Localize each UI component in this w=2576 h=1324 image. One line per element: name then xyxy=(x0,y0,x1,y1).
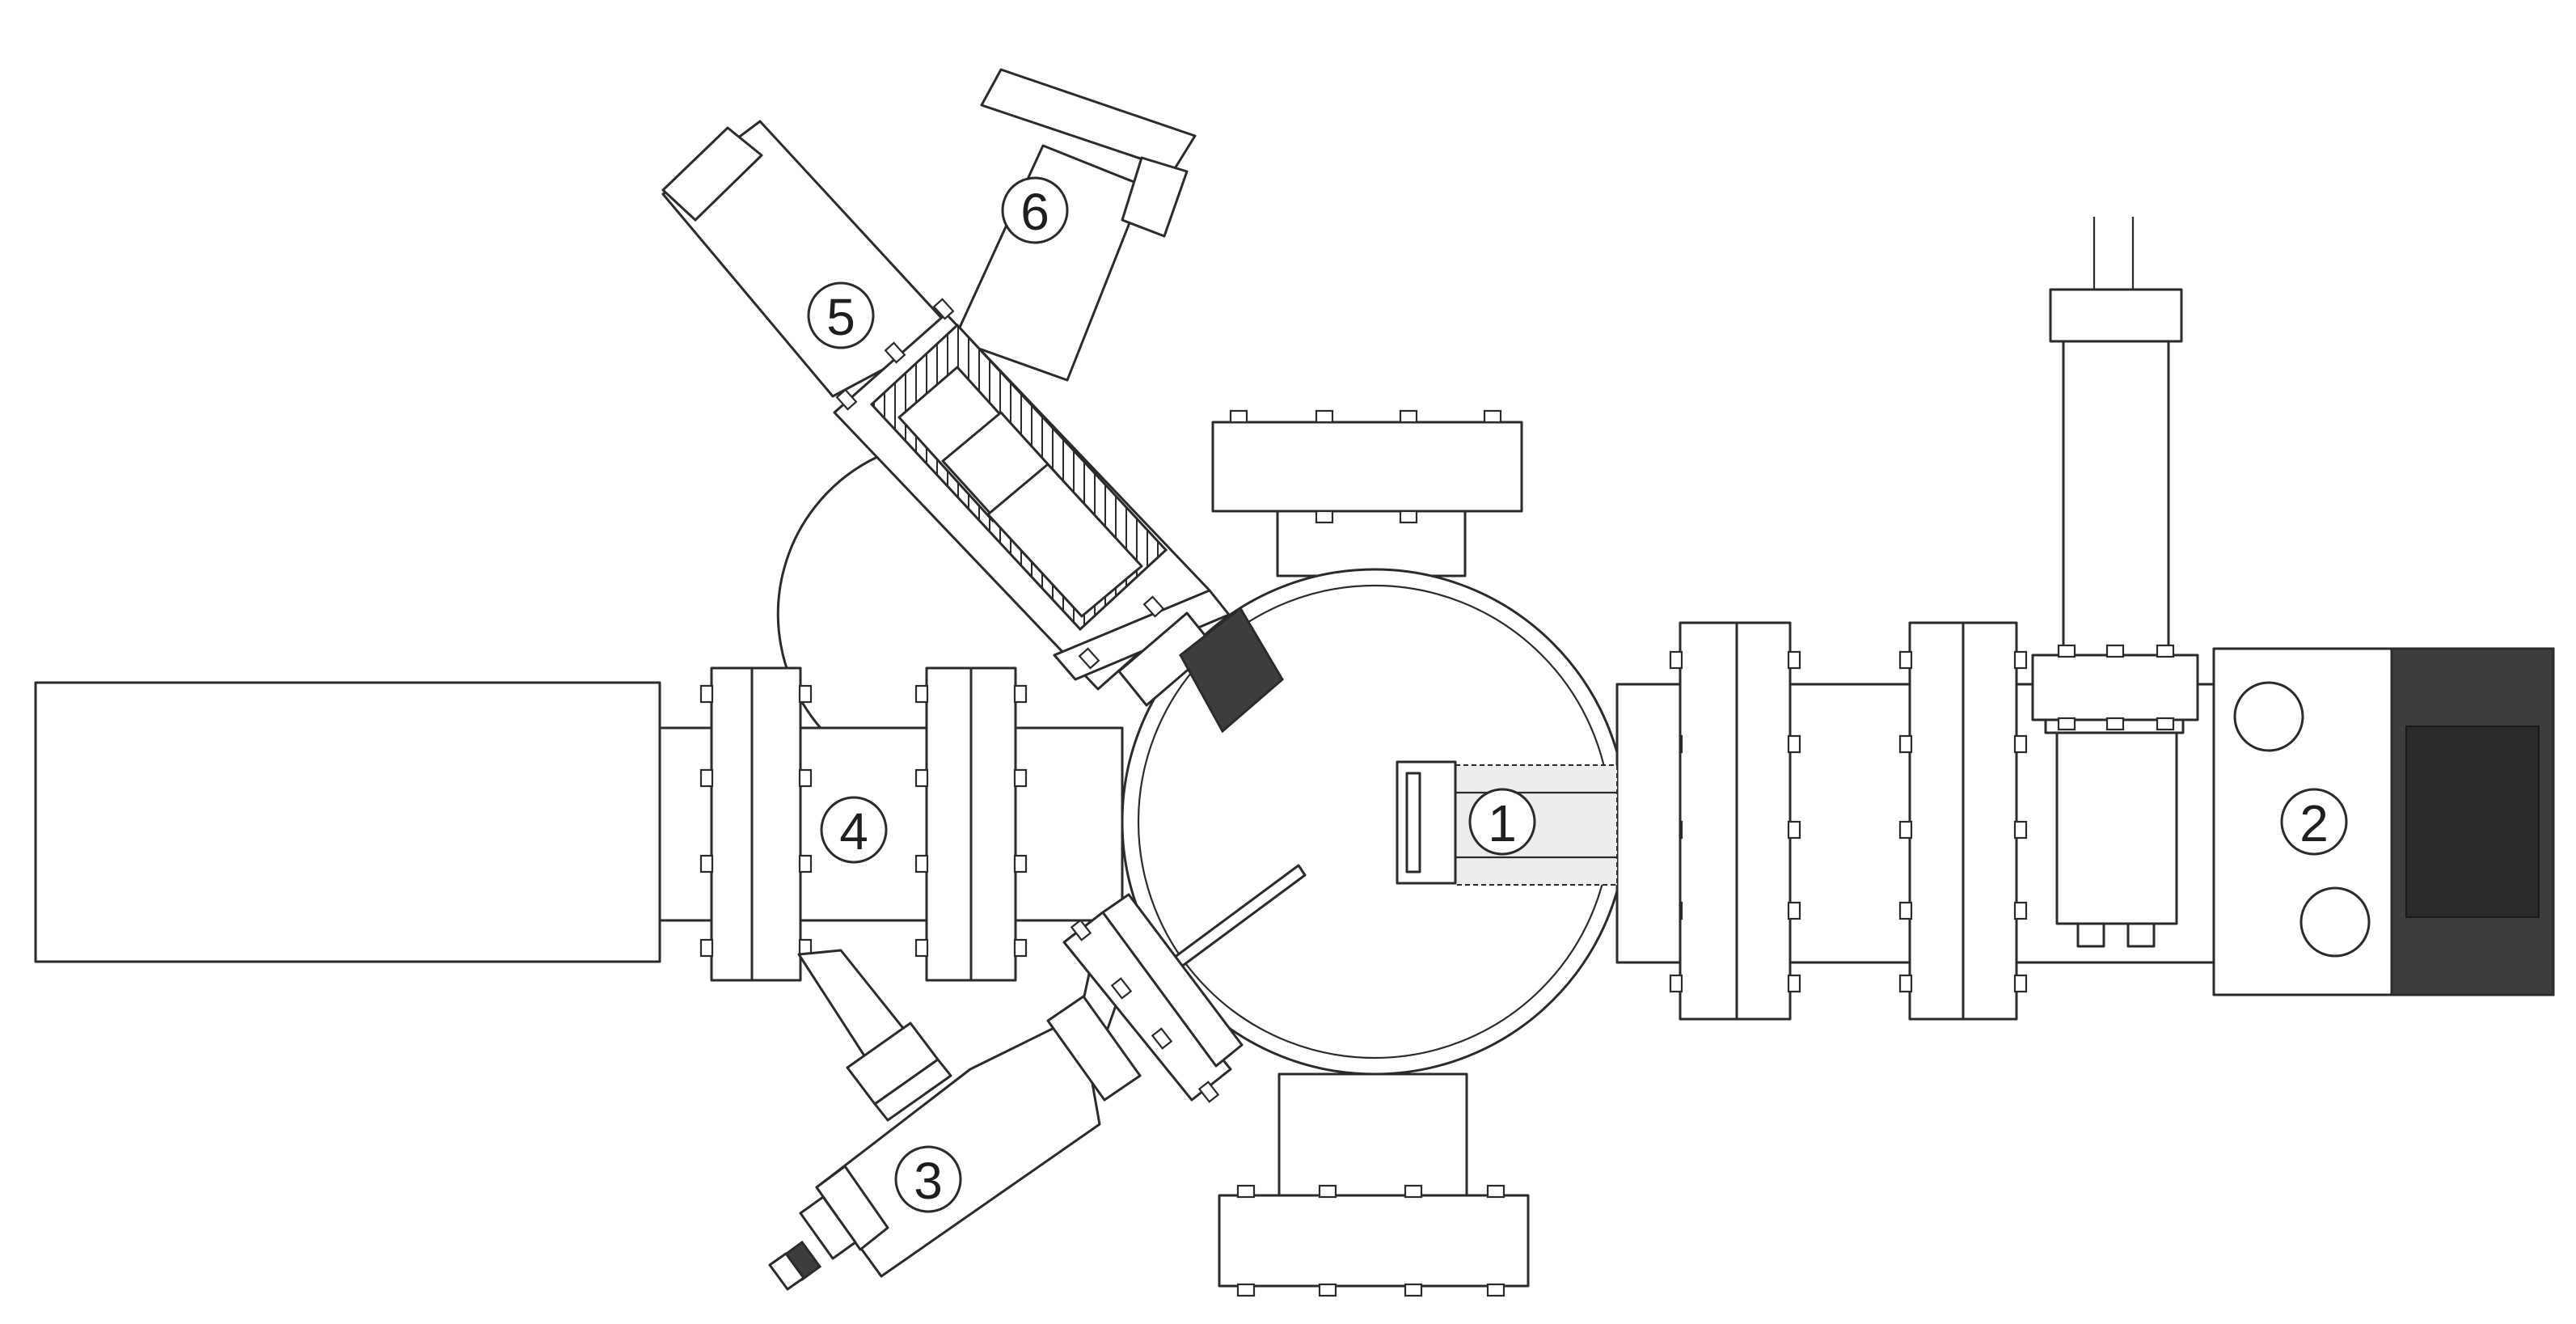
chamber-right-stub xyxy=(1615,683,1682,964)
label-5-text: 5 xyxy=(826,288,855,346)
chamber-lower-left-flange xyxy=(1062,893,1244,1103)
label-5: 5 xyxy=(807,281,875,349)
vertical-gauge xyxy=(2031,217,2199,948)
port-5-assembly xyxy=(661,120,956,398)
label-4-text: 4 xyxy=(839,802,868,861)
label-2-text: 2 xyxy=(2299,794,2329,852)
bellows-flange-assembly xyxy=(833,298,1231,691)
label-6-text: 6 xyxy=(1020,183,1049,241)
sensor-block xyxy=(1117,606,1284,734)
label-1: 1 xyxy=(1468,788,1536,856)
label-1-text: 1 xyxy=(1488,794,1517,852)
gauge-arm xyxy=(797,949,952,1122)
label-3-text: 3 xyxy=(914,1152,943,1210)
left-pump xyxy=(34,681,661,963)
label-3: 3 xyxy=(894,1145,962,1213)
port-4-flange-right xyxy=(914,666,1028,982)
label-2: 2 xyxy=(2280,788,2348,856)
sample-holder xyxy=(1396,760,1618,886)
bottom-port xyxy=(1218,1072,1530,1297)
port-6-assembly xyxy=(952,68,1197,382)
port-4-flange-left xyxy=(699,666,813,982)
top-port xyxy=(1211,409,1523,577)
component-2-box xyxy=(2212,647,2555,996)
label-6: 6 xyxy=(1001,176,1069,244)
component-3-body xyxy=(768,961,1142,1291)
label-4: 4 xyxy=(820,796,888,864)
